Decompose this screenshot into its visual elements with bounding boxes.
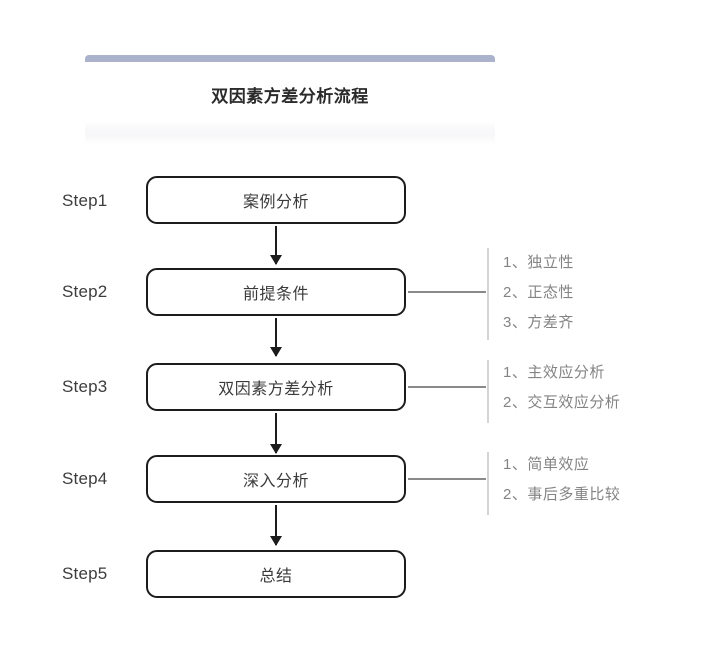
flow-box-step3-text: 双因素方差分析	[218, 381, 334, 398]
annot-group-step2: 1、独立性 2、正态性 3、方差齐	[503, 248, 574, 338]
title-card-body	[85, 62, 495, 145]
arrow-step4-to-step5	[275, 505, 278, 545]
annot-item: 1、简单效应	[503, 456, 590, 473]
annot-item: 1、独立性	[503, 254, 574, 271]
flow-box-step2[interactable]: 前提条件	[146, 268, 406, 316]
step-label-3: Step3	[62, 377, 108, 396]
flow-box-step1[interactable]: 案例分析	[146, 176, 406, 224]
title-card: 双因素方差分析流程	[85, 55, 495, 145]
flow-box-step4[interactable]: 深入分析	[146, 455, 406, 503]
annot-item: 2、正态性	[503, 284, 574, 301]
flow-box-step4-text: 深入分析	[242, 473, 309, 490]
annot-item: 1、主效应分析	[503, 364, 605, 381]
arrow-step3-to-step4	[275, 413, 278, 453]
annot-item: 3、方差齐	[503, 314, 574, 331]
annot-divider-step4	[487, 452, 490, 515]
annot-connector-step2	[408, 291, 486, 294]
step-label-2: Step2	[62, 282, 108, 301]
arrow-step1-to-step2	[275, 226, 278, 264]
flow-box-step5-text: 总结	[259, 568, 293, 585]
annot-group-step4: 1、简单效应 2、事后多重比较	[503, 450, 620, 510]
annot-group-step3: 1、主效应分析 2、交互效应分析	[503, 358, 620, 418]
annot-connector-step3	[408, 386, 486, 389]
annot-divider-step2	[487, 248, 490, 340]
annot-item: 2、事后多重比较	[503, 486, 621, 503]
flow-box-step3[interactable]: 双因素方差分析	[146, 363, 406, 411]
page-title: 双因素方差分析流程	[211, 87, 369, 106]
step-label-5: Step5	[62, 564, 108, 583]
step-label-1: Step1	[62, 191, 108, 210]
title-accent-bar	[85, 55, 495, 62]
annot-divider-step3	[487, 360, 490, 423]
annot-item: 2、交互效应分析	[503, 394, 621, 411]
step-label-4: Step4	[62, 469, 108, 488]
arrow-step2-to-step3	[275, 318, 278, 356]
flow-box-step5[interactable]: 总结	[146, 550, 406, 598]
flow-box-step1-text: 案例分析	[242, 194, 309, 211]
annot-connector-step4	[408, 478, 486, 481]
flow-box-step2-text: 前提条件	[242, 286, 309, 303]
